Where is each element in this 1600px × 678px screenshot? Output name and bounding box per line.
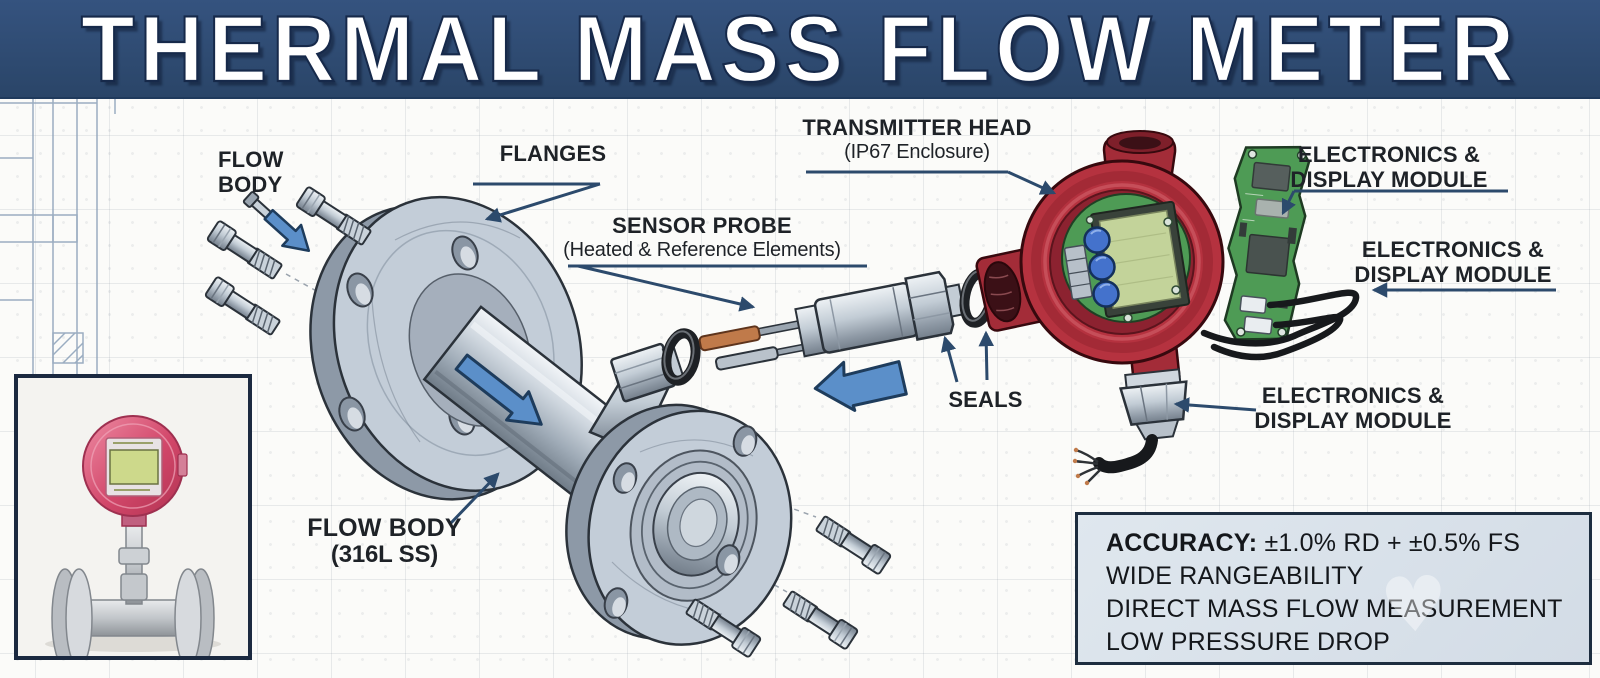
- label-text: FLOW BODY: [307, 514, 462, 542]
- photo-lcd: [109, 449, 159, 485]
- label-text: ELECTRONICS &: [1297, 142, 1481, 167]
- cable-gland: [1118, 368, 1188, 441]
- outlet-flange-illustration: [565, 403, 793, 646]
- page-title: THERMAL MASS FLOW METER: [80, 0, 1520, 101]
- label-electronics-right: ELECTRONICS & DISPLAY MODULE: [1348, 237, 1558, 287]
- o-ring-seal-left: [661, 328, 701, 386]
- insertion-arrow: [813, 360, 908, 412]
- leader-transmitter: [1007, 170, 1057, 195]
- terminal-block: [1063, 244, 1093, 300]
- spec-direct-mass-flow: DIRECT MASS FLOW MEASUREMENT: [1106, 595, 1563, 623]
- product-photo-inset: [14, 374, 252, 660]
- label-text: DISPLAY MODULE: [1354, 261, 1552, 287]
- leader-electronics-gland: [1173, 397, 1257, 413]
- pcb-module-illustration: [1223, 145, 1311, 341]
- transmitter-head-illustration: [975, 130, 1225, 486]
- spec-accuracy-value: ±1.0% RD + ±0.5% FS: [1264, 529, 1521, 557]
- label-electronics-top: ELECTRONICS & DISPLAY MODULE: [1284, 142, 1494, 192]
- label-text: SEALS: [948, 387, 1023, 412]
- sensor-probe-illustration: [698, 270, 966, 371]
- heated-element-probe: [698, 325, 761, 352]
- label-seals: SEALS: [938, 387, 1033, 413]
- module-wires: [1200, 289, 1360, 361]
- label-text: DISPLAY MODULE: [1254, 407, 1452, 433]
- photo-flange-left: [65, 568, 93, 656]
- reference-element-probe: [715, 346, 779, 371]
- label-text: FLOW: [218, 147, 284, 172]
- label-electronics-gland: ELECTRONICS & DISPLAY MODULE: [1248, 383, 1458, 433]
- leader-sensor: [577, 264, 756, 312]
- spec-accuracy-label: ACCURACY:: [1106, 529, 1258, 557]
- power-cable: [1093, 434, 1158, 474]
- label-flanges: FLANGES: [498, 141, 608, 167]
- menu-buttons: [1083, 226, 1120, 308]
- photo-flange-right: [174, 568, 202, 656]
- label-text: ELECTRONICS &: [1261, 383, 1445, 408]
- label-text: DISPLAY MODULE: [1290, 166, 1488, 192]
- leader-flow-body: [448, 472, 500, 526]
- product-photo: [18, 378, 248, 656]
- label-transmitter-head: TRANSMITTER HEAD (IP67 Enclosure): [792, 115, 1042, 163]
- bolt-guide-lines: [285, 239, 817, 593]
- label-text: TRANSMITTER HEAD: [802, 115, 1032, 140]
- label-text: ELECTRONICS &: [1361, 237, 1545, 262]
- spec-low-pressure-drop: LOW PRESSURE DROP: [1106, 628, 1391, 656]
- label-flow-body-top: FLOW BODY: [218, 147, 284, 197]
- label-sensor-probe: SENSOR PROBE (Heated & Reference Element…: [542, 213, 862, 261]
- title-banner: THERMAL MASS FLOW METER: [0, 0, 1600, 99]
- flange-bolt-holes: [603, 425, 758, 619]
- specs-box: ACCURACY: ±1.0% RD + ±0.5% FS WIDE RANGE…: [1075, 512, 1592, 665]
- spec-accuracy: ACCURACY: ±1.0% RD + ±0.5% FS: [1106, 527, 1589, 560]
- board-screws: [1085, 215, 1181, 323]
- leader-flanges: [484, 182, 601, 223]
- inlet-flow-arrow: [242, 191, 311, 252]
- label-subtext: (316L SS): [330, 541, 439, 568]
- leader-electronics-top: [1281, 190, 1296, 216]
- label-flow-body-main: FLOW BODY (316L SS): [292, 514, 477, 569]
- blueprint-lines: [0, 98, 116, 376]
- label-text: FLANGES: [499, 141, 607, 166]
- leader-seals-2: [978, 330, 995, 381]
- leader-seals-1: [940, 335, 959, 383]
- label-text: SENSOR PROBE: [612, 213, 792, 238]
- spec-rangeability: WIDE RANGEABILITY: [1106, 562, 1364, 590]
- label-subtext: (Heated & Reference Elements): [563, 238, 841, 261]
- flow-direction-arrow: [454, 353, 543, 426]
- callout-leaders: [448, 170, 1556, 526]
- label-text: BODY: [218, 171, 283, 197]
- label-subtext: (IP67 Enclosure): [844, 140, 990, 163]
